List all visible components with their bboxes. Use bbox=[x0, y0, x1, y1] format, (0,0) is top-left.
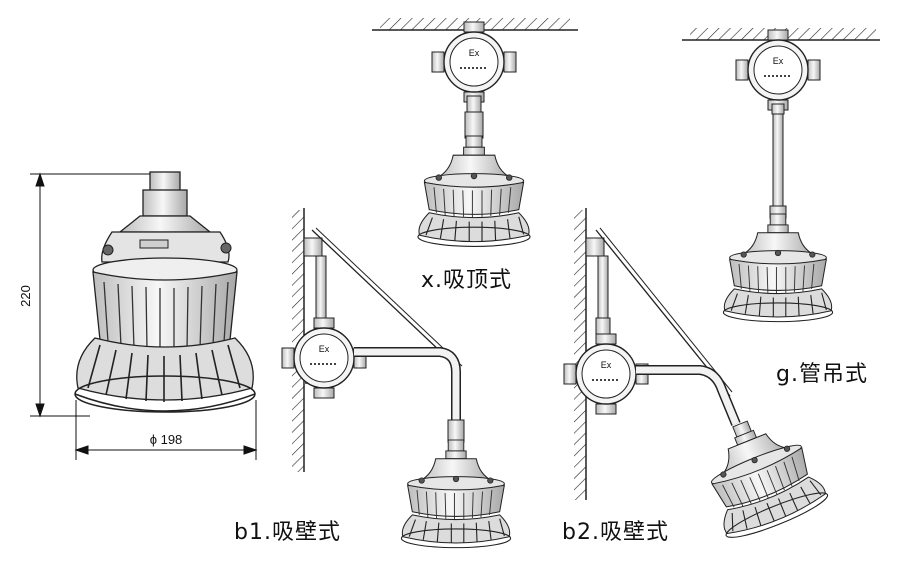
height-value: 220 bbox=[18, 285, 33, 307]
wall-mount-1-drawing bbox=[281, 208, 512, 549]
label-wall-mount-1: b1.吸壁式 bbox=[234, 520, 341, 545]
main-lamp-drawing bbox=[74, 171, 256, 413]
label-wall-mount-2: b2.吸壁式 bbox=[562, 520, 669, 545]
pipe-pendant-drawing bbox=[682, 28, 880, 323]
wall-mount-2-drawing bbox=[563, 208, 832, 545]
height-dimension bbox=[30, 172, 150, 418]
diameter-dimension bbox=[74, 400, 258, 460]
ceiling-mount-drawing bbox=[372, 18, 578, 247]
diameter-value: ϕ 198 bbox=[150, 432, 183, 447]
label-pipe-pendant: g.管吊式 bbox=[776, 362, 868, 387]
label-ceiling-mount: x.吸顶式 bbox=[421, 268, 513, 293]
